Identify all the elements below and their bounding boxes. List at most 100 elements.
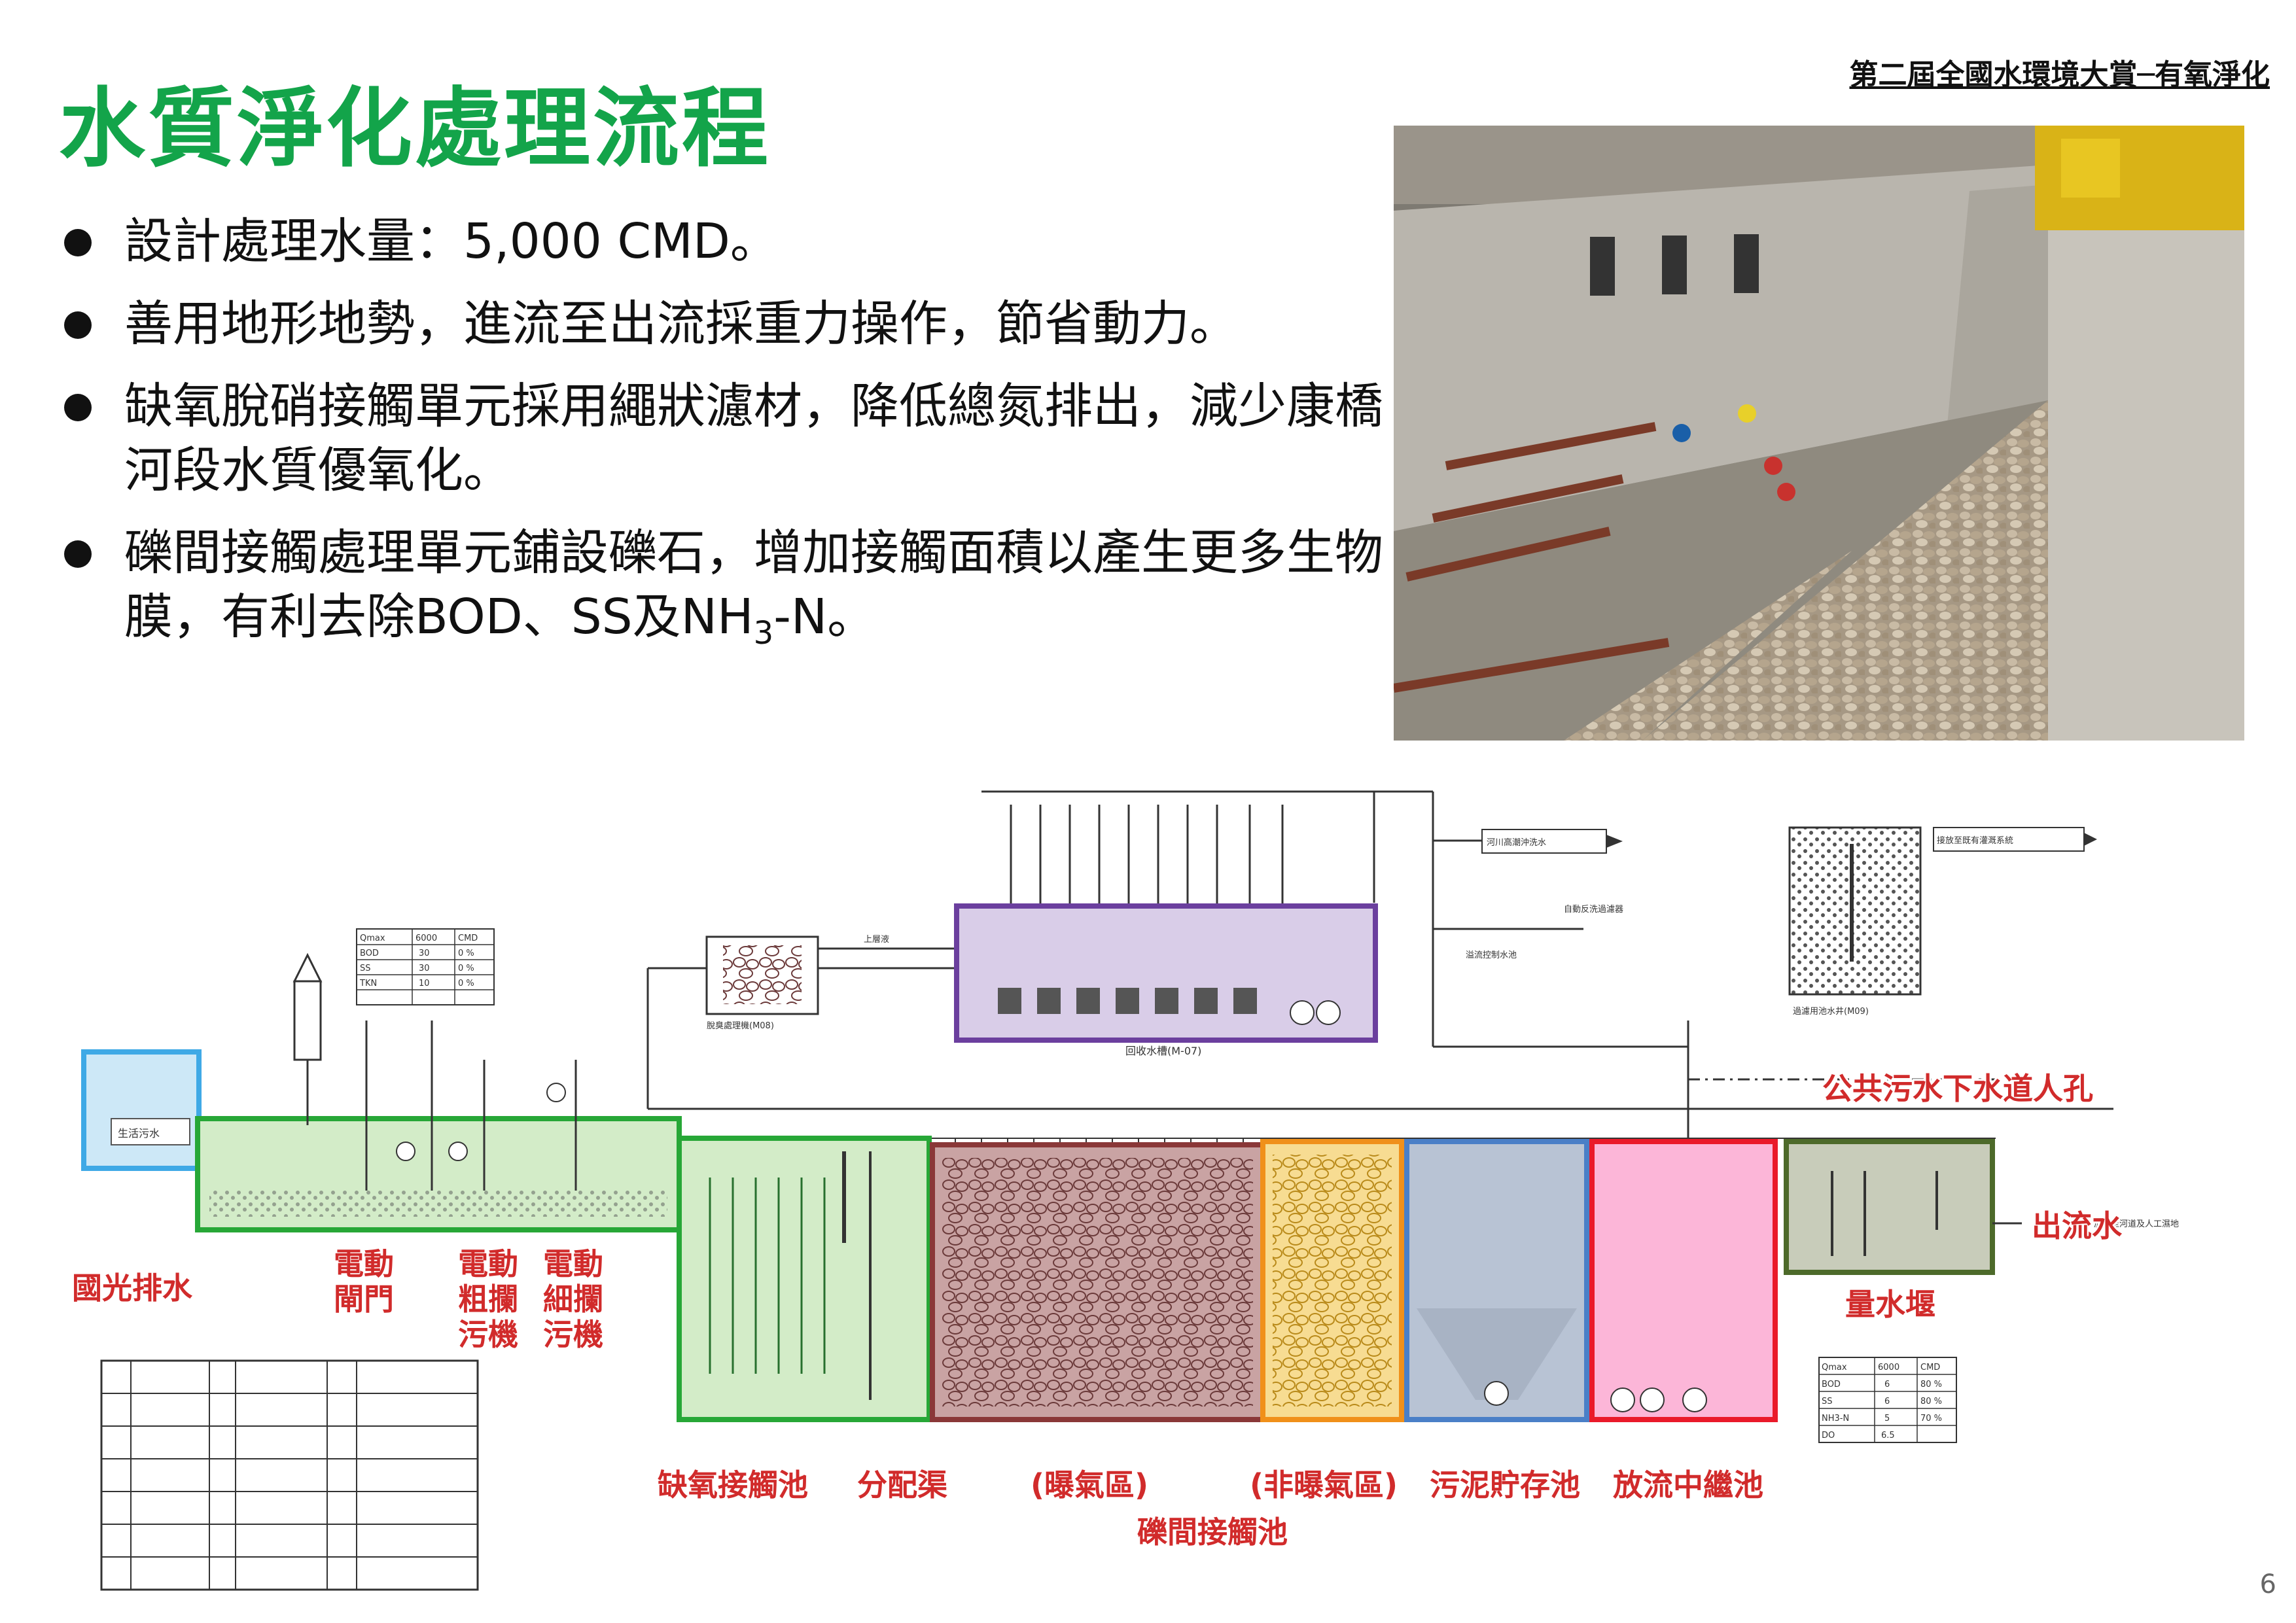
- effluent-quality-table: Qmax 6000 CMD BOD 6 80 % SS 6 80 % NH3-N…: [1818, 1357, 1957, 1443]
- sludge-tank-label: 污泥貯存池: [1430, 1467, 1580, 1503]
- weir-label: 量水堰: [1845, 1287, 1935, 1322]
- recycle-water-tank: [954, 903, 1378, 1043]
- construction-photo: [1394, 126, 2244, 741]
- relay-tank-label: 放流中繼池: [1613, 1467, 1763, 1503]
- worker-icon: [1738, 404, 1756, 423]
- svg-text:污機: 污機: [543, 1317, 603, 1352]
- pump-icon: [1484, 1381, 1509, 1406]
- svg-text:河川高潮沖洗水: 河川高潮沖洗水: [1487, 837, 1546, 848]
- fine-screen-label: 電動 細攔 污機: [541, 1244, 605, 1354]
- sewer-manhole-label: 公共污水下水道人孔: [1822, 1071, 2093, 1106]
- svg-text:脫臭處理機(M08): 脫臭處理機(M08): [707, 1021, 774, 1031]
- discharge-relay-tank: [1589, 1139, 1778, 1422]
- rope-media: [709, 1178, 826, 1374]
- svg-text:SS: SS: [1822, 1397, 1833, 1406]
- meter-icon: [448, 1142, 468, 1161]
- event-title: 第二屆全國水環境大賞─有氧淨化: [1849, 58, 2270, 92]
- svg-text:0 %: 0 %: [458, 979, 474, 988]
- bullet-text: 設計處理水量：5,000 CMD。: [124, 213, 779, 270]
- svg-text:6000: 6000: [415, 934, 437, 943]
- anoxic-contact-tank: [677, 1136, 932, 1422]
- svg-text:70 %: 70 %: [1920, 1414, 1942, 1423]
- measuring-weir: [1784, 1139, 1995, 1275]
- vent-icon: [1734, 234, 1759, 293]
- anoxic-tank-label: 缺氧接觸池: [658, 1467, 808, 1503]
- svg-text:放水至河道及人工濕地: 放水至河道及人工濕地: [2094, 1219, 2179, 1229]
- svg-text:0 %: 0 %: [458, 964, 474, 973]
- svg-text:上層液: 上層液: [864, 935, 889, 945]
- page-number: 6: [2259, 1569, 2276, 1599]
- pump-icon: [998, 988, 1257, 1014]
- svg-text:自動反洗過濾器: 自動反洗過濾器: [1564, 905, 1623, 915]
- svg-text:30: 30: [419, 964, 430, 973]
- svg-text:SS: SS: [360, 964, 371, 973]
- svg-text:30: 30: [419, 949, 430, 958]
- guoguang-drainage-label: 國光排水: [72, 1270, 193, 1306]
- svg-text:過濾用池水井(M09): 過濾用池水井(M09): [1793, 1007, 1869, 1017]
- svg-text:6.5: 6.5: [1881, 1431, 1895, 1440]
- domestic-sewage-label: 生活污水: [118, 1127, 160, 1140]
- aeration-zone-label: (曝氣區): [1031, 1467, 1148, 1503]
- bullet-item: 設計處理水量：5,000 CMD。: [59, 209, 1387, 273]
- svg-text:回收水槽(M-07): 回收水槽(M-07): [1125, 1045, 1201, 1057]
- worker-icon: [1672, 424, 1691, 442]
- svg-text:BOD: BOD: [360, 949, 379, 958]
- svg-text:80 %: 80 %: [1920, 1380, 1942, 1389]
- svg-text:6000: 6000: [1878, 1363, 1899, 1372]
- svg-text:TKN: TKN: [359, 979, 377, 988]
- domestic-sewage-box: [81, 1049, 202, 1171]
- svg-text:6: 6: [1884, 1397, 1890, 1406]
- svg-text:電動: 電動: [543, 1246, 603, 1282]
- svg-text:DO: DO: [1822, 1431, 1835, 1440]
- bullet-text: 缺氧脫硝接觸單元採用繩狀濾材，降低總氮排出，減少康橋河段水質優氧化。: [124, 378, 1383, 498]
- meter-icon: [546, 1083, 566, 1102]
- bullet-subscript: 3: [753, 614, 774, 652]
- meter-icon: [396, 1142, 415, 1161]
- influent-quality-table: Qmax 6000 CMD BOD 30 0 % SS 30 0 % TKN 1…: [356, 928, 495, 1005]
- svg-text:10: 10: [419, 979, 430, 988]
- svg-text:0 %: 0 %: [458, 949, 474, 958]
- svg-text:6: 6: [1884, 1380, 1890, 1389]
- svg-text:溢流控制水池: 溢流控制水池: [1466, 951, 1517, 960]
- vent-icon: [1662, 236, 1687, 294]
- svg-text:Qmax: Qmax: [1822, 1363, 1847, 1372]
- pump-icon: [1316, 1000, 1341, 1025]
- symbol-legend-table: [100, 1359, 479, 1591]
- bullet-item: 缺氧脫硝接觸單元採用繩狀濾材，降低總氮排出，減少康橋河段水質優氧化。: [59, 374, 1387, 502]
- bullet-text: 善用地形地勢，進流至出流採重力操作，節省動力。: [124, 296, 1238, 352]
- svg-text:電動: 電動: [334, 1246, 394, 1282]
- svg-text:接放至既有灌溉系統: 接放至既有灌溉系統: [1937, 835, 2013, 846]
- pump-icon: [1610, 1387, 1635, 1412]
- svg-text:污機: 污機: [458, 1317, 518, 1352]
- svg-text:NH3-N: NH3-N: [1822, 1414, 1849, 1423]
- svg-text:CMD: CMD: [1920, 1363, 1940, 1372]
- coarse-screen-label: 電動 粗攔 污機: [456, 1244, 520, 1354]
- distribution-channel-label: 分配渠: [857, 1467, 947, 1503]
- pump-icon: [1290, 1000, 1315, 1025]
- svg-text:BOD: BOD: [1822, 1380, 1841, 1389]
- electric-gate-label: 電動 閘門: [332, 1244, 396, 1319]
- svg-text:閘門: 閘門: [334, 1282, 394, 1317]
- page-title: 水質淨化處理流程: [59, 79, 771, 179]
- bullet-text-pre: 礫間接觸處理單元鋪設礫石，增加接觸面積以產生更多生物膜，有利去除BOD、SS及N…: [124, 525, 1383, 645]
- filter-well: [1788, 826, 1922, 996]
- gravel-contact-tank-label: 礫間接觸池: [1137, 1514, 1288, 1550]
- process-flow-diagram: 生活污水 Qmax 6000 CMD BOD 30 0 % SS 30 0 % …: [70, 790, 2179, 1591]
- svg-text:電動: 電動: [458, 1246, 518, 1282]
- svg-text:細攔: 細攔: [543, 1282, 603, 1317]
- outflow-label: 出流水: [2032, 1208, 2123, 1244]
- svg-text:80 %: 80 %: [1920, 1397, 1942, 1406]
- worker-icon: [1777, 483, 1795, 501]
- svg-text:CMD: CMD: [458, 934, 478, 943]
- bullet-item: 礫間接觸處理單元鋪設礫石，增加接觸面積以產生更多生物膜，有利去除BOD、SS及N…: [59, 521, 1387, 665]
- vent-icon: [1590, 237, 1615, 296]
- bullet-text-post: -N。: [773, 589, 876, 645]
- bullet-list: 設計處理水量：5,000 CMD。 善用地形地勢，進流至出流採重力操作，節省動力…: [59, 209, 1387, 684]
- worker-icon: [1764, 457, 1782, 475]
- pump-icon: [1682, 1387, 1707, 1412]
- pump-icon: [1640, 1387, 1665, 1412]
- svg-text:Qmax: Qmax: [360, 934, 385, 943]
- non-aeration-zone-label: (非曝氣區): [1250, 1467, 1398, 1503]
- svg-text:粗攔: 粗攔: [458, 1282, 518, 1317]
- svg-text:5: 5: [1884, 1414, 1890, 1423]
